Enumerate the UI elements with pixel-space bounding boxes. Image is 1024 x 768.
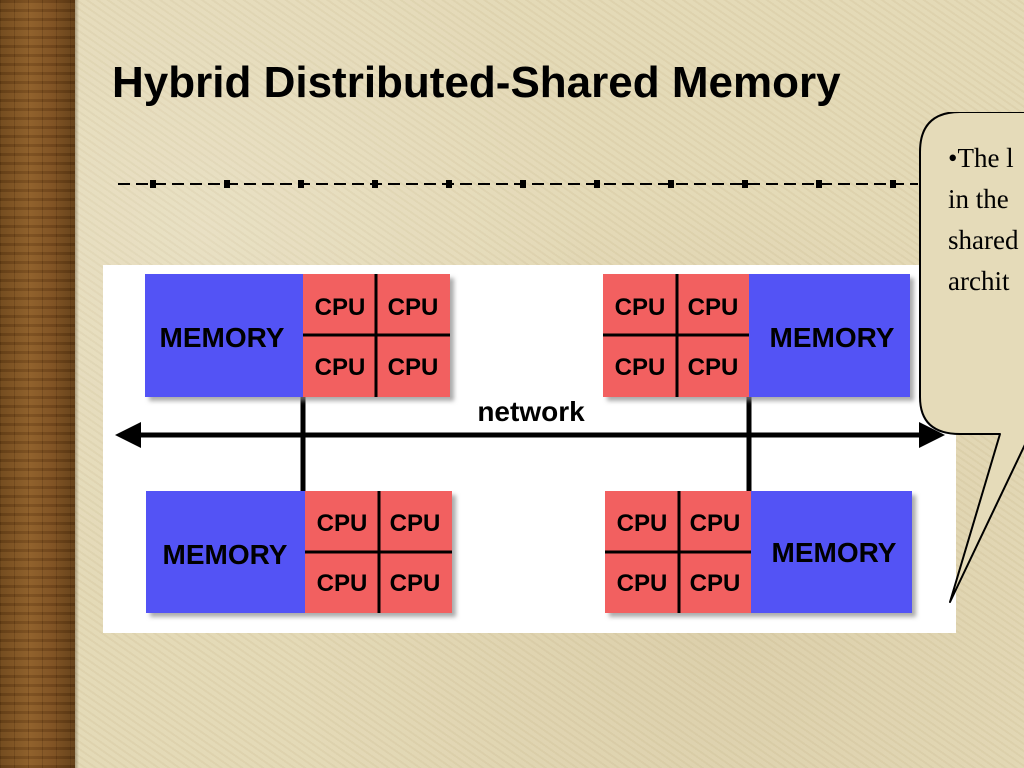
cpu-label: CPU <box>315 294 366 321</box>
cpu-label: CPU <box>390 570 441 597</box>
memory-label: MEMORY <box>770 322 895 353</box>
callout-line: archit <box>948 266 1010 296</box>
cpu-label: CPU <box>317 510 368 537</box>
memory-block <box>749 274 910 397</box>
cpu-label: CPU <box>317 570 368 597</box>
cpu-label: CPU <box>615 354 666 381</box>
network-label: network <box>477 396 585 427</box>
slide-title: Hybrid Distributed-Shared Memory <box>112 58 841 107</box>
cpu-label: CPU <box>315 354 366 381</box>
callout-line: •The l <box>948 143 1014 173</box>
cpu-label: CPU <box>388 294 439 321</box>
wood-side-strip <box>0 0 79 768</box>
cpu-label: CPU <box>690 570 741 597</box>
speech-callout <box>919 112 1024 603</box>
callout-text: •The l in the shared archit <box>948 138 1024 302</box>
cpu-label: CPU <box>690 510 741 537</box>
memory-label: MEMORY <box>163 539 288 570</box>
cpu-label: CPU <box>615 294 666 321</box>
diagram-panel: network MEMORY CPU CPU CPU CPU MEMORY CP… <box>103 265 956 633</box>
memory-label: MEMORY <box>772 537 897 568</box>
callout-line: in the <box>948 184 1009 214</box>
cpu-label: CPU <box>617 570 668 597</box>
memory-block <box>146 491 305 613</box>
memory-block <box>751 491 912 613</box>
callout-line: shared <box>948 225 1019 255</box>
network-bus <box>115 422 945 448</box>
cpu-label: CPU <box>390 510 441 537</box>
memory-label: MEMORY <box>160 322 285 353</box>
memory-block <box>145 274 303 397</box>
cpu-label: CPU <box>617 510 668 537</box>
arrow-left-icon <box>115 422 141 448</box>
decorative-dash-dot-rule <box>118 180 918 188</box>
arrow-right-icon <box>919 422 945 448</box>
cpu-label: CPU <box>388 354 439 381</box>
cpu-label: CPU <box>688 354 739 381</box>
cpu-label: CPU <box>688 294 739 321</box>
hybrid-memory-diagram: network MEMORY CPU CPU CPU CPU MEMORY CP… <box>115 274 945 613</box>
